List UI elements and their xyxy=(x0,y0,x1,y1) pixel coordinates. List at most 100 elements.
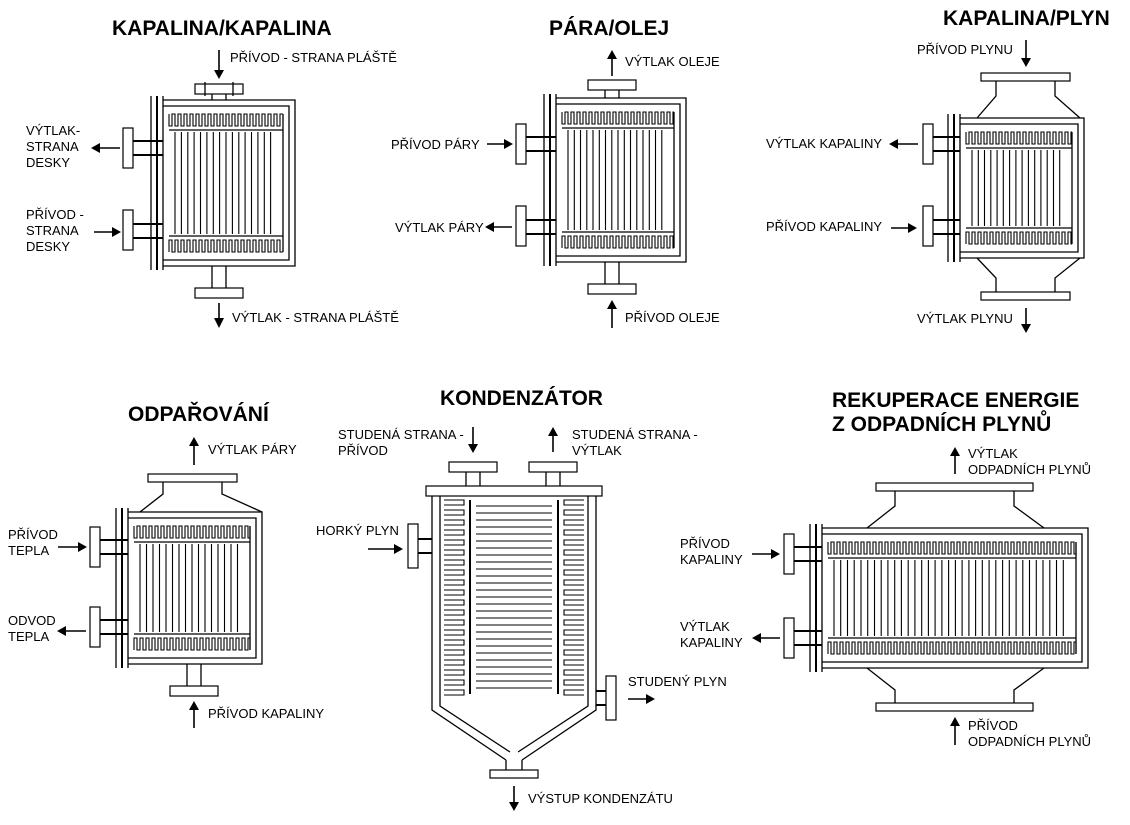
label-recovery-liquid-inlet-2: KAPALINY xyxy=(680,552,743,567)
label-plate-outlet-1: VÝTLAK- xyxy=(26,123,80,138)
label-recovery-liquid-inlet-1: PŘÍVOD xyxy=(680,536,730,551)
flue-inlet-flange xyxy=(866,667,1045,712)
arrow-plate-outlet xyxy=(91,143,120,153)
oil-inlet-nozzle xyxy=(587,262,637,295)
gas-outlet-flange xyxy=(976,257,1081,301)
label-cold-inlet-2: PŘÍVOD xyxy=(338,443,388,458)
arrow-steam-inlet xyxy=(487,139,513,149)
gas-inlet-flange xyxy=(976,72,1081,119)
label-recovery-liquid-outlet-2: KAPALINY xyxy=(680,635,743,650)
label-flue-outlet-1: VÝTLAK xyxy=(968,446,1018,461)
label-flue-inlet-2: ODPADNÍCH PLYNŮ xyxy=(968,734,1091,749)
arrow-steam-outlet xyxy=(485,222,512,232)
label-cold-inlet-1: STUDENÁ STRANA - xyxy=(338,427,464,442)
arrow-oil-inlet xyxy=(607,300,617,328)
cold-gas-nozzle xyxy=(596,675,617,721)
diagram-condenser: KONDENZÁTOR STUDENÁ STRANA - PŘÍVOD STUD… xyxy=(316,387,727,811)
label-flue-outlet-2: ODPADNÍCH PLYNŮ xyxy=(968,462,1091,477)
liquid-outlet-nozzle xyxy=(922,123,960,165)
title-steam-oil: PÁRA/OLEJ xyxy=(549,17,669,40)
diagram-liquid-liquid: KAPALINA/KAPALINA PŘÍVOD - STRANA PLÁŠTĚ xyxy=(26,17,399,328)
label-steam-inlet: PŘÍVOD PÁRY xyxy=(391,137,480,152)
arrow-flue-inlet xyxy=(950,717,960,745)
label-heat-outlet-1: ODVOD xyxy=(8,613,56,628)
label-heat-outlet-2: TEPLA xyxy=(8,629,50,644)
label-hot-gas: HORKÝ PLYN xyxy=(316,523,399,538)
label-condensate-outlet: VÝSTUP KONDENZÁTU xyxy=(528,791,673,806)
label-shell-outlet: VÝTLAK - STRANA PLÁŠTĚ xyxy=(232,310,399,325)
label-plate-outlet-2: STRANA xyxy=(26,139,79,154)
label-gas-inlet: PŘÍVOD PLYNU xyxy=(917,42,1013,57)
label-gas-outlet: VÝTLAK PLYNU xyxy=(917,311,1013,326)
exchanger-liquid-liquid xyxy=(150,96,296,270)
label-flue-inlet-1: PŘÍVOD xyxy=(968,718,1018,733)
arrow-cold-outlet xyxy=(548,427,558,452)
arrow-gas-inlet xyxy=(1021,40,1031,67)
label-steam-outlet: VÝTLAK PÁRY xyxy=(395,220,484,235)
label-plate-inlet-3: DESKY xyxy=(26,239,70,254)
label-plate-outlet-3: DESKY xyxy=(26,155,70,170)
steam-outlet-nozzle xyxy=(515,205,556,247)
label-cold-outlet-2: VÝTLAK xyxy=(572,443,622,458)
liquid-inlet-nozzle xyxy=(922,205,960,247)
title-evaporation: ODPAŘOVÁNÍ xyxy=(128,402,270,426)
title-recovery-1: REKUPERACE ENERGIE xyxy=(832,389,1079,412)
label-recovery-liquid-outlet-1: VÝTLAK xyxy=(680,619,730,634)
arrow-hot-gas xyxy=(368,544,403,554)
label-oil-inlet: PŘÍVOD OLEJE xyxy=(625,310,720,325)
heat-inlet-nozzle xyxy=(89,526,128,568)
shell-outlet-nozzle xyxy=(194,266,244,299)
condenser-tube-bank xyxy=(444,499,584,696)
heat-outlet-nozzle xyxy=(89,606,128,648)
arrow-gas-outlet xyxy=(1021,308,1031,333)
recovery-liquid-outlet-nozzle xyxy=(783,617,822,659)
arrow-recovery-liquid-inlet xyxy=(752,549,780,559)
diagram-evaporation: ODPAŘOVÁNÍ VÝTLAK PÁRY PŘÍVOD TEPLA xyxy=(8,402,324,728)
label-heat-inlet-2: TEPLA xyxy=(8,543,50,558)
arrow-recovery-liquid-outlet xyxy=(752,633,780,643)
label-plate-inlet-1: PŘÍVOD - xyxy=(26,207,84,222)
label-evap-steam-outlet: VÝTLAK PÁRY xyxy=(208,442,297,457)
label-evap-liquid-inlet: PŘÍVOD KAPALINY xyxy=(208,706,324,721)
steam-outlet-flange xyxy=(139,473,263,513)
label-heat-inlet-1: PŘÍVOD xyxy=(8,527,58,542)
exchanger-liquid-gas xyxy=(947,114,1085,262)
shell-inlet-nozzle xyxy=(194,82,244,100)
label-oil-outlet: VÝTLAK OLEJE xyxy=(625,54,720,69)
diagram-liquid-gas: KAPALINA/PLYN PŘÍVOD PLYNU VÝTLAK KAPALI… xyxy=(766,7,1110,333)
liquid-inlet-nozzle-evap xyxy=(169,664,219,697)
arrow-condensate xyxy=(509,786,519,811)
arrow-oil-outlet xyxy=(607,50,617,76)
arrow-liquid-inlet xyxy=(891,223,917,233)
title-condenser: KONDENZÁTOR xyxy=(440,387,603,410)
arrow-liquid-inlet-evap xyxy=(189,701,199,728)
label-plate-inlet-2: STRANA xyxy=(26,223,79,238)
condenser-nozzles-top xyxy=(448,461,578,488)
exchanger-energy-recovery xyxy=(809,524,1089,672)
label-shell-inlet: PŘÍVOD - STRANA PLÁŠTĚ xyxy=(230,50,397,65)
steam-inlet-nozzle xyxy=(515,123,556,165)
label-cold-gas: STUDENÝ PLYN xyxy=(628,674,727,689)
title-liquid-gas: KAPALINA/PLYN xyxy=(943,7,1110,30)
recovery-liquid-inlet-nozzle xyxy=(783,533,822,575)
oil-outlet-nozzle xyxy=(587,79,637,98)
title-recovery-2: Z ODPADNÍCH PLYNŮ xyxy=(832,410,1051,436)
arrow-heat-outlet xyxy=(57,626,86,636)
plate-inlet-nozzle xyxy=(122,209,163,251)
arrow-shell-outlet xyxy=(214,303,224,328)
label-liquid-outlet: VÝTLAK KAPALINY xyxy=(766,136,882,151)
diagram-energy-recovery: REKUPERACE ENERGIE Z ODPADNÍCH PLYNŮ VÝT… xyxy=(680,389,1091,749)
arrow-steam-outlet-evap xyxy=(189,437,199,465)
arrow-plate-inlet xyxy=(94,227,121,237)
label-liquid-inlet: PŘÍVOD KAPALINY xyxy=(766,219,882,234)
exchanger-evaporation xyxy=(115,508,263,668)
flue-outlet-flange xyxy=(866,482,1045,529)
arrow-shell-inlet xyxy=(214,50,224,79)
plate-outlet-nozzle xyxy=(122,127,163,169)
title-liquid-liquid: KAPALINA/KAPALINA xyxy=(112,17,332,40)
label-cold-outlet-1: STUDENÁ STRANA - xyxy=(572,427,698,442)
arrow-cold-inlet xyxy=(468,427,478,453)
diagram-steam-oil: PÁRA/OLEJ VÝTLAK OLEJE PŘÍVOD PÁRY VÝTL xyxy=(391,17,720,328)
